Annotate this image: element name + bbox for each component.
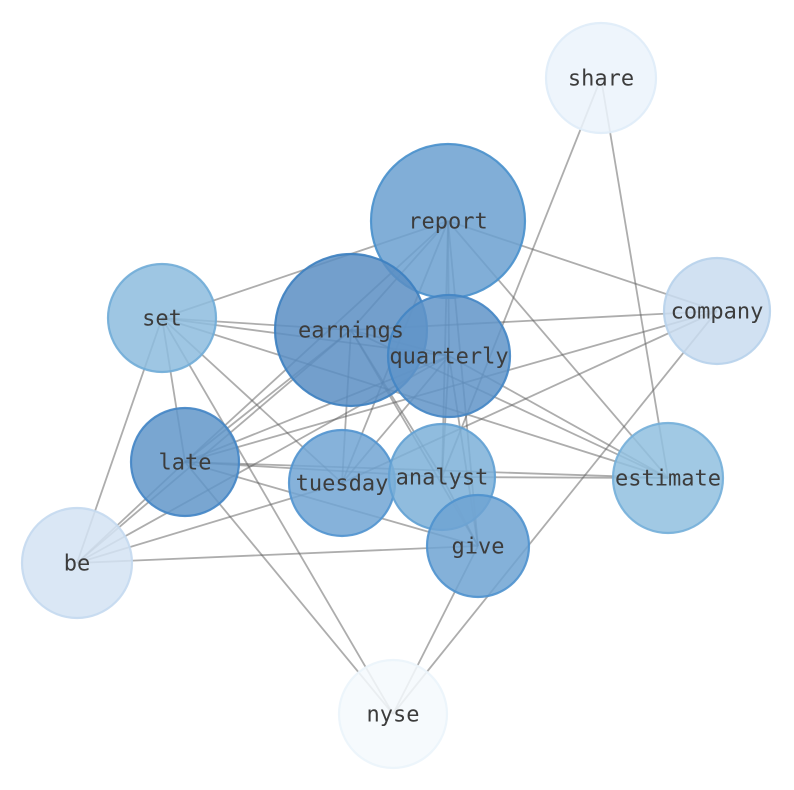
graph-node-late: [129, 406, 241, 518]
graph-edge-share-estimate: [600, 77, 669, 479]
graph-edge-give-be: [76, 545, 479, 564]
graph-edge-company-nyse: [392, 310, 718, 715]
graph-node-be: [20, 506, 134, 620]
graph-node-quarterly: [386, 293, 512, 419]
graph-edge-set-nyse: [161, 317, 394, 715]
graph-node-tuesday: [287, 428, 397, 538]
graph-node-company: [662, 256, 772, 366]
graph-node-share: [544, 21, 658, 135]
graph-nodes: [20, 21, 772, 770]
graph-node-set: [106, 262, 218, 374]
graph-node-estimate: [611, 421, 725, 535]
graph-node-nyse: [337, 658, 449, 770]
graph-node-give: [425, 493, 531, 599]
